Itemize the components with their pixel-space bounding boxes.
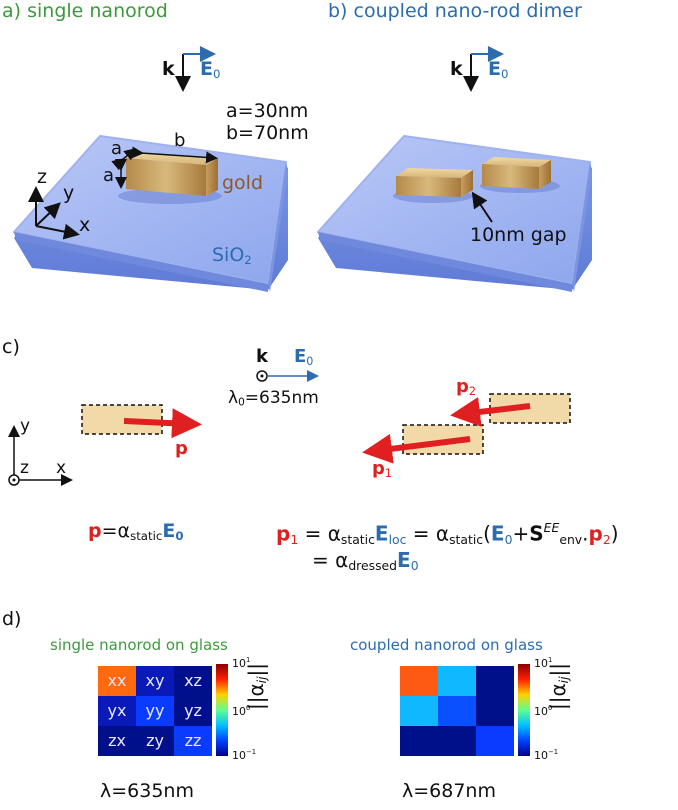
colorbar-left-tick-mid: 100: [232, 704, 251, 718]
wavevector-label-a: k: [162, 58, 175, 80]
gold-label: gold: [222, 172, 264, 194]
equation-dimer-line2: = αdressedE0: [312, 548, 419, 574]
heatmap-left-cell-zz: zz: [174, 726, 212, 756]
colorbar-left-label: ||αij||: [244, 662, 270, 710]
dipole-label-p1: p1: [372, 458, 392, 480]
field-label-c: E0: [294, 346, 314, 368]
heatmap-right-cell-xx: [400, 666, 438, 696]
substrate-label: SiO2: [212, 244, 252, 267]
heatmap-left-cell-xz: xz: [174, 666, 212, 696]
heatmap-right-cell-zz: [476, 726, 514, 756]
gold-nanorod: [118, 152, 222, 204]
heatmap-right-title: coupled nanorod on glass: [350, 636, 543, 654]
axis-z-label-c: z: [20, 458, 29, 478]
field-label-a: E0: [200, 58, 221, 81]
colorbar-right-tick-top: 101: [534, 656, 553, 670]
xyz-axes-a: [28, 186, 80, 240]
substrate-slab-b: [317, 135, 592, 292]
wavevector-label-c: k: [256, 346, 268, 367]
heatmap-right-cell-yx: [400, 696, 438, 726]
axis-x-label-a: x: [79, 214, 91, 236]
axis-y-label-c: y: [20, 416, 31, 436]
panel-b-title: b) coupled nano-rod dimer: [328, 0, 582, 22]
heatmap-right-cell-xy: [438, 666, 476, 696]
colorbar-right-tick-mid: 100: [534, 704, 553, 718]
field-label-b: E0: [488, 58, 509, 81]
dimension-a-label-top: a: [111, 138, 123, 159]
heatmap-right-cell-zx: [400, 726, 438, 756]
gap-label: 10nm gap: [470, 224, 567, 246]
heatmap-left-cell-yx: yx: [98, 696, 136, 726]
panel-c-label: c): [2, 336, 20, 358]
dimension-b-label: b: [174, 130, 186, 151]
equation-single: p=αstaticE0: [88, 520, 184, 543]
equation-dimer-line1: p1 = αstaticEloc = αstatic(E0+SEEenv.p2): [276, 520, 619, 547]
heatmap-right: [400, 666, 514, 756]
heatmap-left-cell-zy: zy: [136, 726, 174, 756]
k-e-indicator-c: [256, 370, 319, 382]
heatmap-right-cell-yz: [476, 696, 514, 726]
dimension-a-value: a=30nm: [226, 100, 309, 122]
colorbar-right-tick-bot: 10−1: [534, 748, 559, 762]
heatmap-left-cell-xy: xy: [136, 666, 174, 696]
gold-dimer-rod-2: [480, 157, 560, 193]
wavevector-label-b: k: [450, 58, 463, 80]
dimension-b-value: b=70nm: [226, 122, 309, 144]
dimension-arrows: [111, 146, 218, 189]
colorbar-left-tick-top: 101: [232, 656, 251, 670]
panel-d-label: d): [2, 608, 22, 630]
dimension-a-label-side: a: [103, 165, 115, 186]
heatmap-left-cell-yz: yz: [174, 696, 212, 726]
k-e-indicator-b: [463, 46, 504, 92]
heatmap-right-wavelength: λ=687nm: [402, 780, 496, 802]
k-e-indicator-a: [175, 46, 216, 92]
xyz-axes-c: [7, 425, 73, 486]
dipole-label-p2: p2: [456, 376, 476, 398]
dipole-arrow-p1: [362, 433, 471, 464]
heatmap-left-title: single nanorod on glass: [50, 636, 228, 654]
axis-y-label-a: y: [63, 182, 75, 204]
colorbar-right: [518, 664, 530, 756]
dipole-arrow-p: [123, 408, 202, 439]
heatmap-left: xx xy xz yx yy yz zx zy zz: [98, 666, 212, 756]
heatmap-right-cell-yy: [438, 696, 476, 726]
colorbar-left-tick-bot: 10−1: [232, 748, 257, 762]
dipole-arrow-p2: [450, 396, 531, 427]
wavelength-label: λ0=635nm: [228, 388, 319, 409]
heatmap-left-cell-yy: yy: [136, 696, 174, 726]
colorbar-left: [216, 664, 228, 756]
dipole-label-p: p: [175, 438, 188, 459]
heatmap-right-cell-xz: [476, 666, 514, 696]
heatmap-left-cell-zx: zx: [98, 726, 136, 756]
axis-x-label-c: x: [56, 458, 67, 478]
heatmap-left-cell-xx: xx: [98, 666, 136, 696]
heatmap-left-wavelength: λ=635nm: [100, 780, 194, 802]
heatmap-right-cell-zy: [438, 726, 476, 756]
gold-dimer-rod-1: [393, 168, 473, 203]
axis-z-label-a: z: [37, 166, 47, 188]
gap-pointer-arrow: [471, 191, 493, 223]
panel-a-title: a) single nanorod: [2, 0, 168, 22]
colorbar-right-label: ||αij||: [546, 662, 572, 710]
